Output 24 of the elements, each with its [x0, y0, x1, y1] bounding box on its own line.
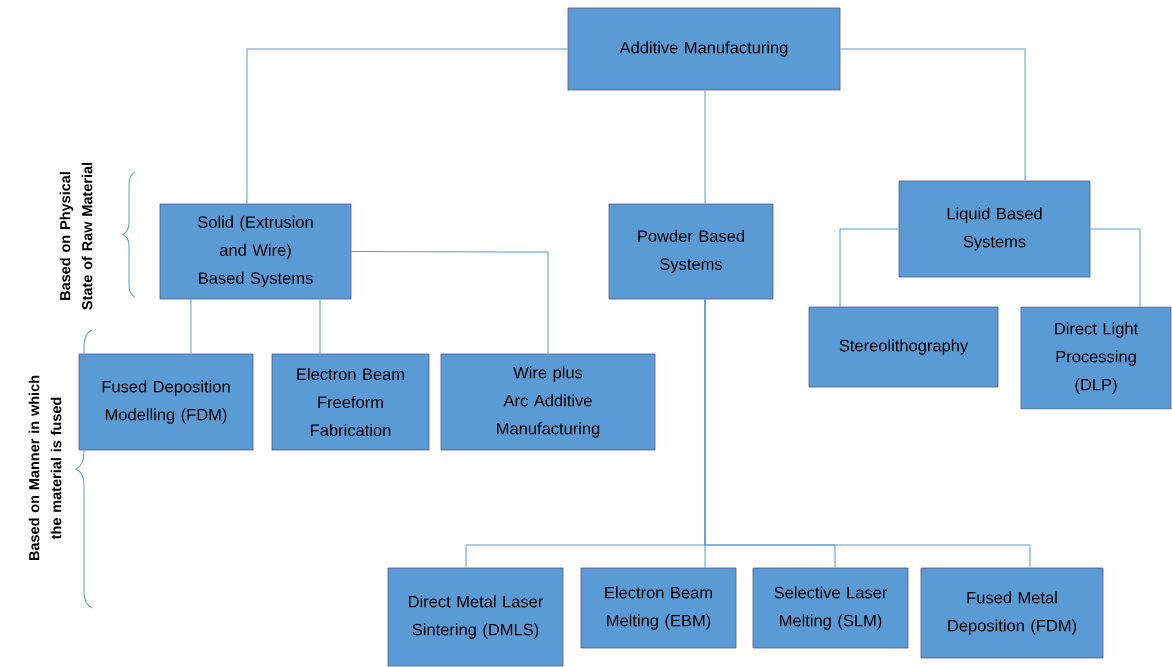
connector-line — [319, 298, 321, 355]
connector-line — [704, 298, 1031, 569]
connector-line — [704, 89, 706, 205]
process-box: Electron Beam Melting (EBM) — [580, 567, 737, 649]
connector-line — [839, 48, 1026, 182]
connector-line — [190, 298, 192, 355]
process-box: Direct Light Processing (DLP) — [1020, 306, 1172, 410]
process-box: Solid (Extrusion and Wire) Based Systems — [159, 203, 352, 300]
process-box: Powder Based Systems — [608, 203, 774, 300]
process-box: Additive Manufacturing — [567, 7, 841, 91]
process-box: Direct Metal Laser Sintering (DMLS) — [387, 567, 564, 667]
process-box: Fused Metal Deposition (FDM) — [920, 567, 1104, 659]
connector-line — [1089, 228, 1141, 308]
process-box: Wire plus Arc Additive Manufacturing — [440, 353, 656, 451]
connector-line — [246, 48, 569, 205]
process-box: Stereolithography — [808, 306, 999, 388]
bracket-label: Based on Physical State of Raw Material — [59, 162, 93, 310]
process-box: Fused Deposition Modelling (FDM) — [78, 353, 254, 451]
process-box: Selective Laser Melting (SLM) — [752, 567, 909, 649]
process-box: Liquid Based Systems — [898, 180, 1091, 278]
bracket-label: Based on Manner in which the material is fused — [28, 375, 62, 561]
process-box: Electron Beam Freeform Fabrication — [271, 353, 430, 451]
connector-line — [839, 228, 900, 308]
connector-line — [350, 251, 549, 355]
